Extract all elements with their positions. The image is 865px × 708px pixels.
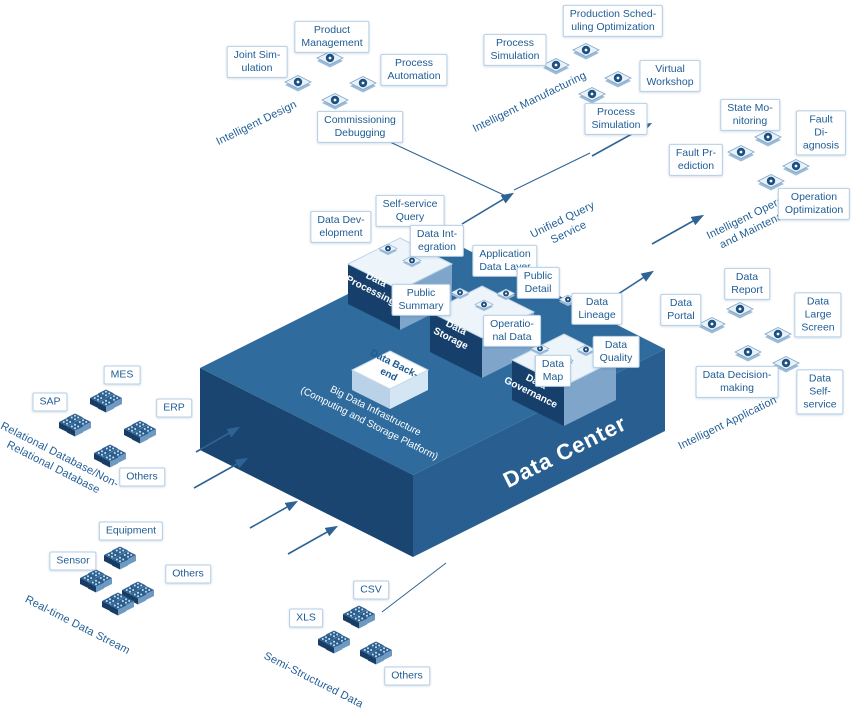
label-production-scheduling-optimization: Production Sched- uling Optimization xyxy=(562,4,664,38)
label-operation-optimization: Operation Optimization xyxy=(777,187,851,221)
commissioning-debugging-icon xyxy=(320,89,350,122)
flow-arrow-4 xyxy=(287,525,339,555)
fault-prediction-icon xyxy=(726,141,756,174)
tier3-left-face xyxy=(512,360,564,426)
sap-icon xyxy=(55,404,95,445)
label-data-decision-making: Data Decision- making xyxy=(695,365,779,399)
label-virtual-workshop: Virtual Workshop xyxy=(639,59,701,93)
data-large-screen-icon xyxy=(763,323,793,356)
label-equipment: Equipment xyxy=(98,521,164,541)
backend-left-face xyxy=(352,370,390,409)
label-public-detail: Public Detail xyxy=(516,266,560,300)
tier2-left-face xyxy=(430,312,482,378)
label-operational-data: Operatio- nal Data xyxy=(483,314,541,348)
connector-line-3 xyxy=(381,562,447,613)
others-realtime-2-icon xyxy=(98,583,138,624)
backend-top-face xyxy=(350,350,430,390)
data-processing-module-2-icon xyxy=(402,252,423,275)
data-governance-module-3-icon xyxy=(576,341,597,364)
data-self-service-icon xyxy=(771,352,801,385)
data-report-icon xyxy=(725,298,755,331)
tier1-left-face xyxy=(348,264,400,330)
fault-diagnosis-icon xyxy=(781,155,811,188)
label-sap: SAP xyxy=(32,392,68,412)
label-process-automation: Process Automation xyxy=(380,53,448,87)
flow-arrow-5 xyxy=(461,192,515,225)
joint-simulation-icon xyxy=(283,71,313,104)
label-others-database: Others xyxy=(119,467,165,487)
label-process-simulation-a: Process Simulation xyxy=(483,33,547,67)
label-data-report: Data Report xyxy=(724,267,770,301)
label-state-monitoring: State Mo- nitoring xyxy=(720,98,780,132)
flow-arrow-7 xyxy=(651,214,705,245)
erp-icon xyxy=(120,411,160,452)
label-data-development: Data Dev- elopment xyxy=(310,210,372,244)
flow-arrow-1 xyxy=(195,426,241,453)
data-portal-icon xyxy=(697,313,727,346)
label-application-data-layer: Application Data Layer xyxy=(472,244,538,278)
label-data-portal: Data Portal xyxy=(660,293,702,327)
label-others-realtime: Others xyxy=(165,564,211,584)
data-decision-making-icon xyxy=(733,341,763,374)
label-public-summary: Public Summary xyxy=(391,283,451,317)
others-realtime-icon xyxy=(118,572,158,613)
production-scheduling-icon xyxy=(571,39,601,72)
flow-arrow-3 xyxy=(249,500,299,529)
mes-icon xyxy=(86,380,126,421)
label-others-semi: Others xyxy=(384,666,430,686)
data-processing-module-1-icon xyxy=(378,240,399,263)
csv-icon xyxy=(339,596,379,637)
label-data-map: Data Map xyxy=(534,354,572,388)
process-automation-icon xyxy=(348,72,378,105)
tier3-right-face xyxy=(564,360,616,426)
platform-top-face xyxy=(200,242,665,475)
platform-left-face xyxy=(200,368,413,557)
label-process-simulation-b: Process Simulation xyxy=(584,102,648,136)
label-data-self-service: Data Self- service xyxy=(796,369,844,415)
sensor-icon xyxy=(76,560,116,601)
label-fault-prediction: Fault Pr- ediction xyxy=(668,143,724,177)
label-commissioning-debugging: Commissioning Debugging xyxy=(317,110,403,144)
backend-box xyxy=(350,350,430,409)
label-erp: ERP xyxy=(156,398,192,418)
connector-line-1 xyxy=(389,141,507,197)
label-xls: XLS xyxy=(289,608,323,628)
label-data-lineage: Data Lineage xyxy=(571,292,623,326)
flow-arrow-2 xyxy=(193,457,249,489)
label-data-large-screen: Data Large Screen xyxy=(794,292,842,338)
data-storage-module-1-icon xyxy=(450,284,471,307)
label-self-service-query: Self-service Query xyxy=(375,194,445,228)
others-database-icon xyxy=(90,435,130,476)
xls-icon xyxy=(314,621,354,662)
product-management-icon xyxy=(315,47,345,80)
equipment-icon xyxy=(100,537,140,578)
label-product-management: Product Management xyxy=(294,20,370,54)
label-data-integration: Data Int- egration xyxy=(409,224,465,258)
connector-line-2 xyxy=(513,152,591,191)
process-simulation-b-icon xyxy=(577,83,607,116)
data-storage-module-2-icon xyxy=(474,296,495,319)
process-simulation-a-icon xyxy=(541,54,571,87)
operation-optimization-icon xyxy=(756,170,786,203)
label-data-quality: Data Quality xyxy=(592,335,640,369)
others-semi-icon xyxy=(356,632,396,673)
state-monitoring-icon xyxy=(753,126,783,159)
label-joint-simulation: Joint Sim- ulation xyxy=(226,45,288,79)
label-mes: MES xyxy=(103,365,141,385)
backend-right-face xyxy=(390,370,428,409)
label-sensor: Sensor xyxy=(49,551,97,571)
data-storage-module-3-icon xyxy=(496,285,517,308)
label-csv: CSV xyxy=(353,580,389,600)
label-fault-diagnosis: Fault Di- agnosis xyxy=(795,110,847,156)
virtual-workshop-icon xyxy=(603,67,633,100)
